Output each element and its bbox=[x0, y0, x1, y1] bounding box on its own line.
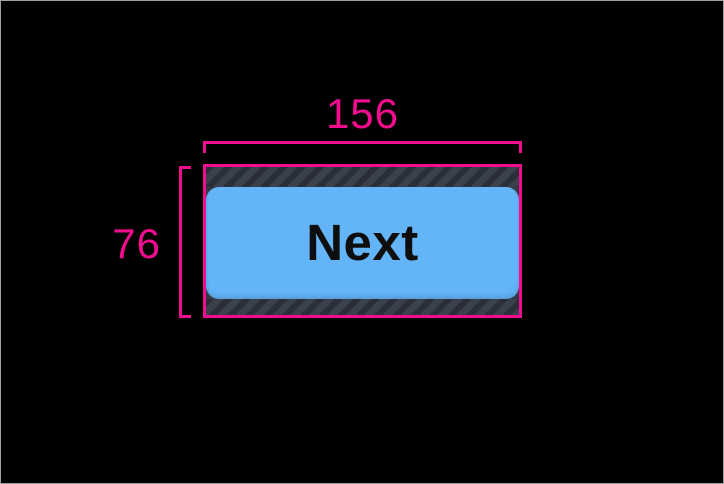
button-container: Next bbox=[206, 187, 519, 299]
padding-hatch-top bbox=[206, 167, 519, 187]
height-dimension-label: 76 bbox=[112, 220, 161, 267]
height-measurement-bracket bbox=[179, 166, 191, 318]
padding-hatch-bottom bbox=[206, 299, 519, 315]
width-measurement-bracket bbox=[203, 141, 522, 153]
next-button[interactable]: Next bbox=[206, 187, 519, 299]
width-dimension-label: 156 bbox=[325, 90, 400, 137]
measured-widget-outline: Next bbox=[203, 164, 522, 318]
next-button-label: Next bbox=[306, 213, 419, 271]
